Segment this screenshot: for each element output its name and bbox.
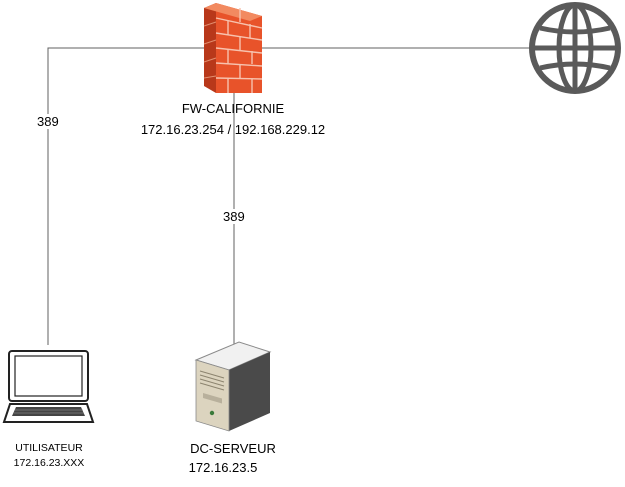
link-user-firewall [47, 47, 205, 345]
port-label-user-link: 389 [36, 114, 60, 129]
server-name: DC-SERVEUR [190, 441, 276, 456]
connections [47, 47, 530, 345]
firewall-name: FW-CALIFORNIE [181, 101, 285, 116]
user-ip: 172.16.23.XXX [13, 457, 85, 469]
firewall-ip: 172.16.23.254 / 192.168.229.12 [140, 122, 326, 137]
port-label-server-link: 389 [222, 209, 246, 224]
globe-icon [529, 2, 621, 94]
laptop-icon [2, 350, 95, 423]
server-ip: 172.16.23.5 [188, 460, 258, 475]
firewall-icon [203, 3, 263, 93]
server-icon [194, 341, 272, 432]
user-name: UTILISATEUR [15, 442, 83, 454]
